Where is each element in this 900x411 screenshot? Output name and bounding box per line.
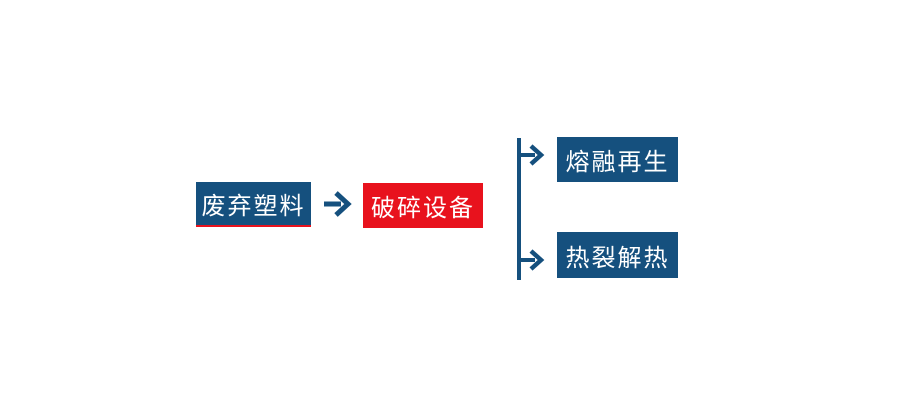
node-crushing-equipment-label: 破碎设备 xyxy=(371,194,475,222)
branch-connector xyxy=(517,138,545,280)
branch-top-arrowhead-icon xyxy=(529,144,545,166)
arrow-right-icon xyxy=(324,191,352,217)
node-pyrolysis-heat-label: 热裂解热 xyxy=(565,243,670,272)
node-waste-plastic-label: 废弃塑料 xyxy=(201,192,306,220)
node-pyrolysis-heat: 热裂解热 xyxy=(557,232,678,278)
node-waste-plastic: 废弃塑料 xyxy=(196,182,311,227)
branch-bottom-arrowhead-icon xyxy=(529,249,545,271)
node-melt-regeneration-label: 熔融再生 xyxy=(565,148,670,176)
node-melt-regeneration: 熔融再生 xyxy=(557,137,678,182)
node-crushing-equipment: 破碎设备 xyxy=(363,183,483,228)
